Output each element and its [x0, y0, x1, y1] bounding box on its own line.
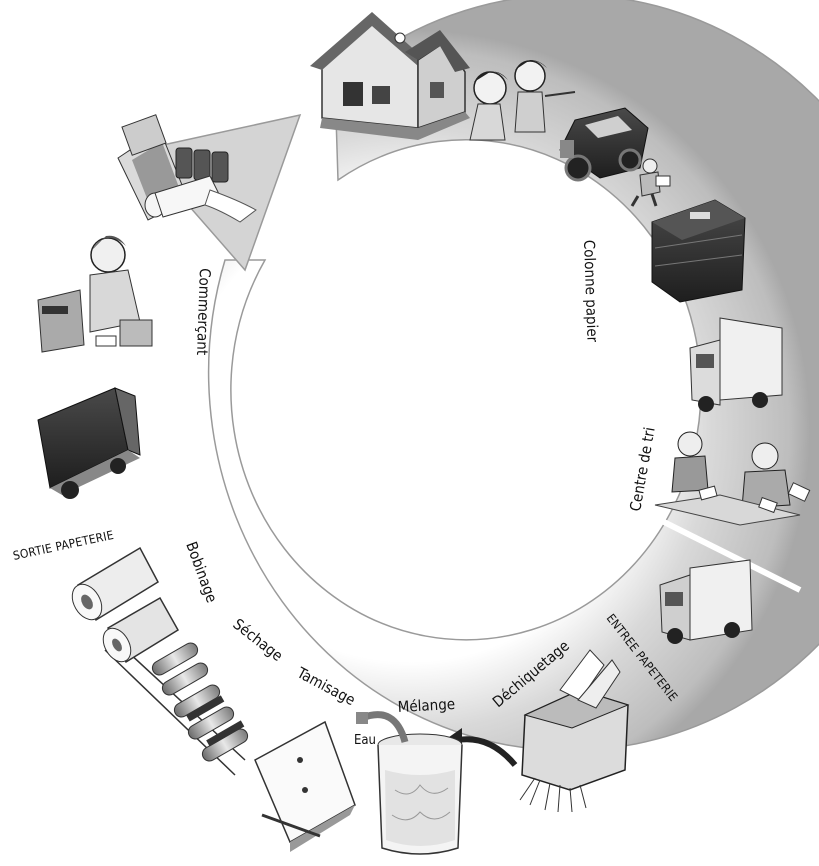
house-icon	[310, 12, 470, 140]
delivery-truck-icon	[659, 559, 753, 644]
label-commercant: Commerçant	[193, 268, 214, 356]
shredder-icon	[519, 649, 630, 813]
label-centre-de-tri: Centre de tri	[626, 426, 659, 513]
truck-left-icon	[37, 387, 141, 499]
label-eau: Eau	[354, 733, 376, 748]
label-colonne-papier: Colonne papier	[580, 240, 602, 343]
label-sortie-papeterie: SORTIE PAPETERIE	[12, 528, 115, 563]
water-tank-icon	[356, 711, 463, 855]
label-bobinage: Bobinage	[182, 539, 221, 605]
sieve-icon	[254, 720, 356, 852]
truck-icon	[689, 317, 783, 412]
car-icon	[559, 107, 649, 182]
paper-products-icon	[117, 114, 257, 223]
paper-rolls-icon	[71, 546, 180, 664]
sorting-workers-icon	[654, 431, 811, 526]
drying-rollers-icon	[104, 639, 249, 776]
person-icon	[630, 158, 671, 207]
ring-divider	[39, 517, 176, 553]
shopkeeper-icon	[37, 235, 153, 353]
paper-bin-icon	[651, 199, 746, 303]
flow-arrow-icon	[457, 736, 518, 767]
ring-divider	[658, 517, 802, 593]
children-icon	[469, 60, 576, 141]
label-sechage: Séchage	[230, 615, 287, 665]
label-melange: Mélange	[397, 695, 455, 716]
